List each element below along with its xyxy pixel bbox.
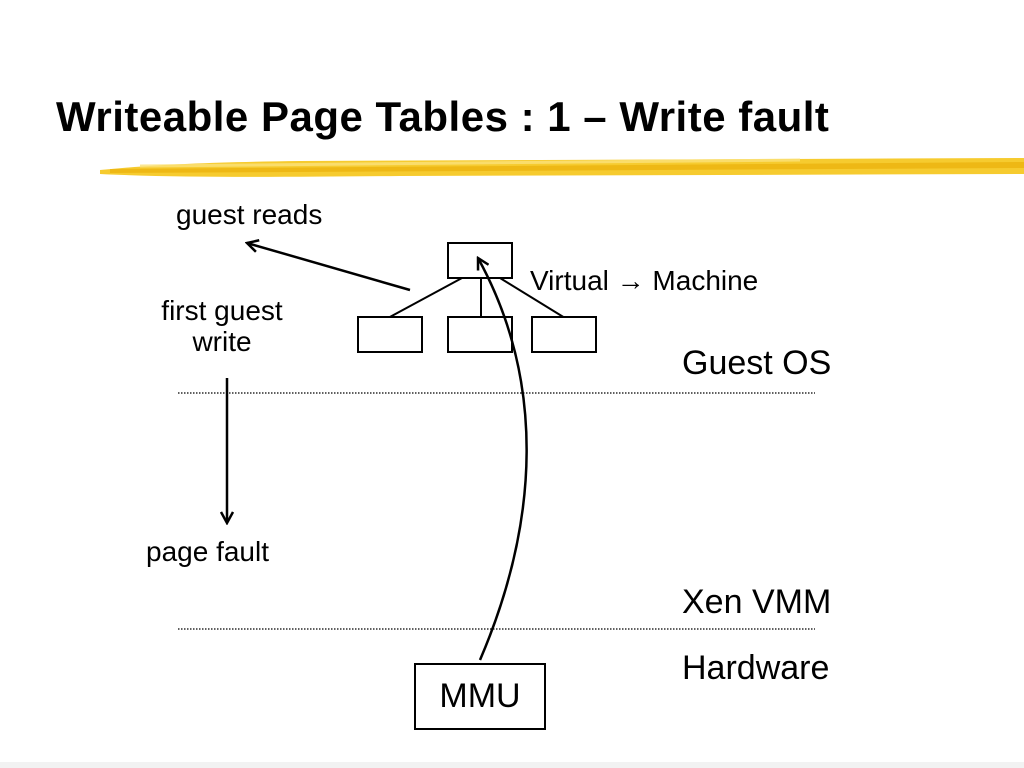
hardware-label: Hardware <box>682 649 830 687</box>
page-fault-label: page fault <box>146 536 269 567</box>
mmu-walk-arrow <box>478 258 528 661</box>
mmu-box: MMU <box>414 663 546 730</box>
first-guest-write-line-2: write <box>192 325 252 357</box>
guest-reads-arrow <box>247 243 411 292</box>
page-table-box-2 <box>447 316 513 353</box>
mmu-label: MMU <box>439 677 521 715</box>
xen-vmm-label: Xen VMM <box>682 583 832 621</box>
tree-edge-right <box>499 277 566 319</box>
tree-edge-left <box>387 277 463 319</box>
slide-bottom-edge <box>0 762 1024 768</box>
slide-title: Writeable Page Tables : 1 – Write fault <box>56 93 830 140</box>
guest-os-label: Guest OS <box>682 344 832 382</box>
first-guest-write-label: first guest write <box>142 295 302 358</box>
page-table-box-3 <box>531 316 597 353</box>
title-underline-highlight <box>100 158 1024 177</box>
virtual-machine-label: Virtual → Machine <box>530 265 759 296</box>
page-table-box-1 <box>357 316 423 353</box>
first-guest-write-line-1: first guest <box>161 295 283 326</box>
guest-reads-label: guest reads <box>176 199 323 230</box>
